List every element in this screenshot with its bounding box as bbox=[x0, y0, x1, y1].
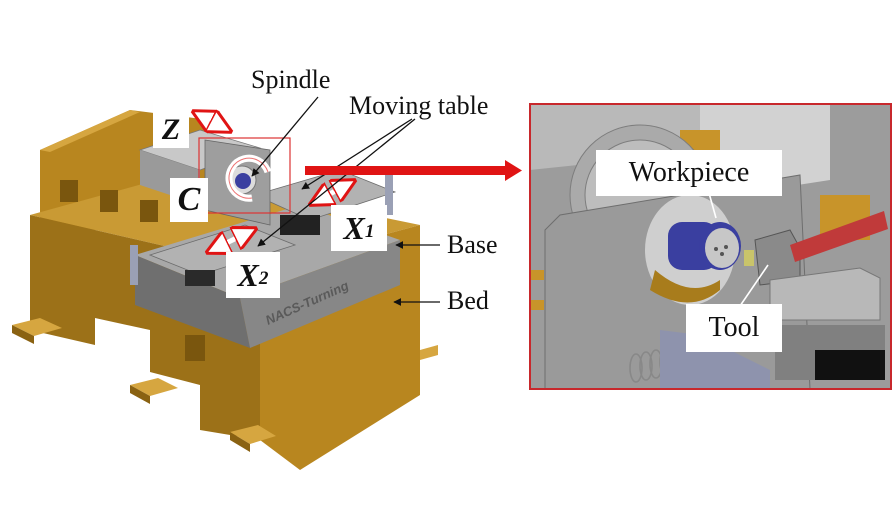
base-label: Base bbox=[447, 230, 498, 259]
workpiece-leader bbox=[708, 192, 717, 219]
detail-highlight-box bbox=[198, 137, 291, 214]
x1-motion-arrow bbox=[313, 182, 352, 203]
moving-table-leader-1 bbox=[301, 118, 413, 190]
bed-label: Bed bbox=[447, 286, 489, 315]
c-axis-label: C bbox=[170, 178, 208, 222]
x2-axis-text: X bbox=[237, 257, 259, 293]
moving-table-leader-2 bbox=[257, 118, 416, 247]
tool-label: Tool bbox=[686, 304, 782, 352]
x2-axis-subscript: 2 bbox=[258, 268, 269, 290]
workpiece-label: Workpiece bbox=[596, 150, 782, 196]
z-axis-text: Z bbox=[161, 113, 181, 146]
c-axis-text: C bbox=[177, 181, 201, 218]
spindle-label: Spindle bbox=[251, 65, 331, 94]
x2-motion-arrow bbox=[210, 230, 253, 251]
zoom-pointer-arrow bbox=[305, 160, 522, 181]
x1-axis-subscript: 1 bbox=[364, 221, 375, 243]
z-motion-arrow bbox=[196, 113, 228, 130]
moving-table-label: Moving table bbox=[349, 91, 489, 120]
z-axis-label: Z bbox=[153, 112, 189, 148]
spindle-leader bbox=[251, 96, 319, 177]
x1-axis-text: X bbox=[343, 210, 365, 246]
inset-border bbox=[529, 103, 892, 390]
tool-leader bbox=[739, 264, 769, 307]
